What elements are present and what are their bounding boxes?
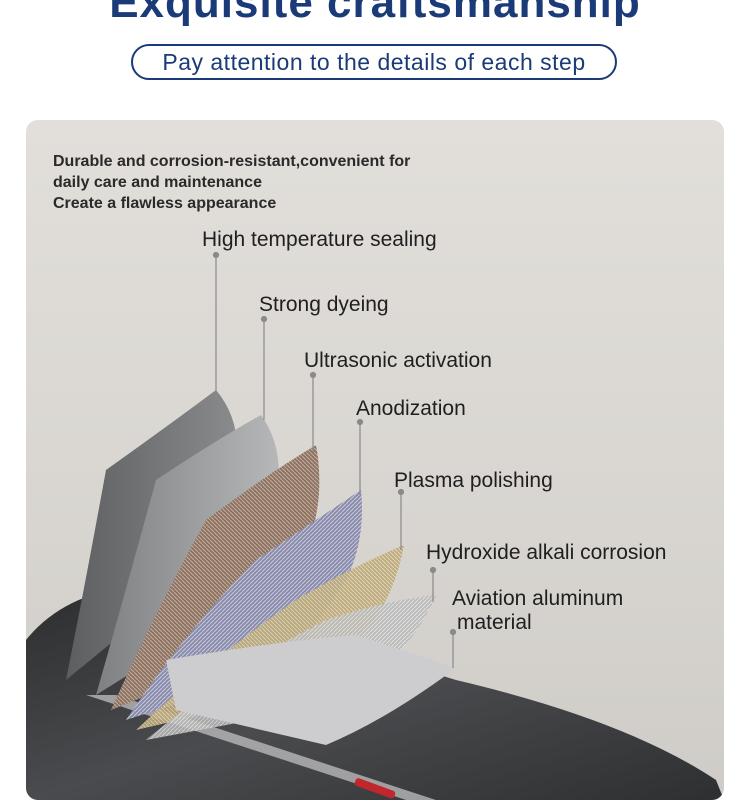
subtitle-pill: Pay attention to the details of each ste… — [131, 44, 617, 80]
intro-line: daily care and maintenance — [53, 174, 262, 191]
layer-illustration — [26, 251, 724, 800]
label-high-temperature-sealing: High temperature sealing — [202, 228, 437, 251]
intro-line: Durable and corrosion-resistant,convenie… — [53, 153, 411, 170]
label-ultrasonic-activation: Ultrasonic activation — [304, 349, 492, 372]
label-plasma-polishing: Plasma polishing — [394, 469, 553, 492]
sheet-aluminum — [166, 635, 456, 745]
intro-text: Durable and corrosion-resistant,convenie… — [53, 151, 493, 214]
label-aviation-aluminum: Aviation aluminum — [452, 587, 624, 610]
intro-line: Create a flawless appearance — [53, 195, 277, 212]
label-hydroxide-alkali-corrosion: Hydroxide alkali corrosion — [426, 541, 667, 564]
craft-panel: Durable and corrosion-resistant,convenie… — [26, 120, 724, 800]
sheet-ultrasonic — [111, 445, 320, 710]
label-anodization: Anodization — [356, 397, 466, 420]
label-strong-dyeing: Strong dyeing — [259, 293, 389, 316]
page-title: Exquisite craftsmanship — [109, 0, 641, 27]
label-material: material — [457, 611, 532, 634]
